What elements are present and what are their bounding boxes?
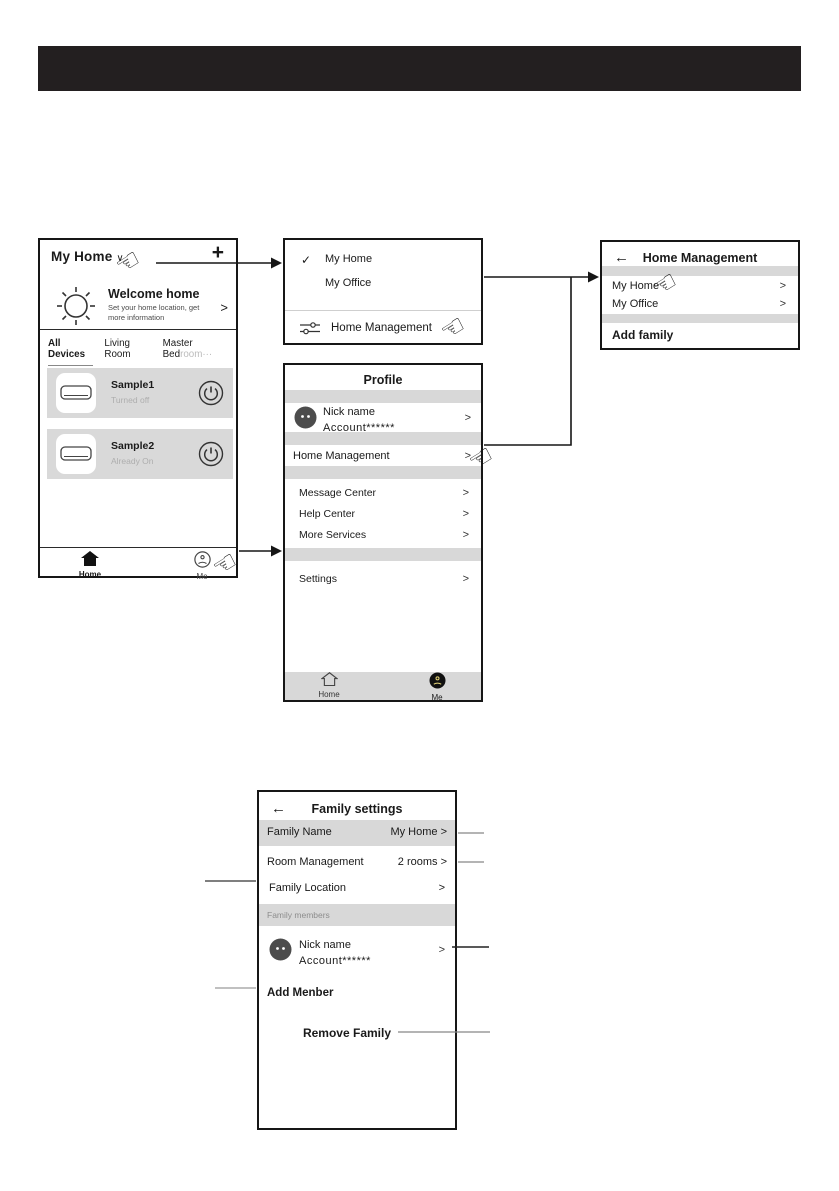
home-management-title: Home Management (642, 251, 758, 265)
nav-me[interactable]: Me (180, 551, 224, 581)
profile-account: Account****** (323, 422, 395, 434)
profile-home-management[interactable]: Home Management (293, 450, 390, 462)
add-family-button[interactable]: Add family (612, 328, 674, 342)
me-icon (193, 551, 211, 568)
chevron-right-icon: > (779, 298, 786, 310)
family-name-label: Family Name (267, 826, 332, 838)
section-divider (285, 390, 481, 403)
chevron-right-icon: > (462, 573, 469, 585)
nav-home[interactable]: Home (68, 551, 112, 579)
avatar-icon (294, 406, 317, 429)
nav-home[interactable]: Home (307, 672, 351, 699)
divider (285, 310, 481, 311)
popup-home-management[interactable]: Home Management (331, 322, 432, 334)
family-name-value: My Home > (390, 826, 447, 838)
menu-more-services[interactable]: More Services (299, 529, 367, 541)
home-switch-popup: ✓ My Home My Office Home Management (283, 238, 483, 345)
section-divider (285, 432, 481, 445)
nav-home-label: Home (78, 570, 102, 579)
family-location-value: > (438, 882, 445, 894)
profile-screen: Profile Nick name Account****** > Home M… (283, 363, 483, 702)
welcome-chevron-icon[interactable]: > (220, 300, 228, 315)
divider (40, 547, 236, 548)
menu-settings[interactable]: Settings (299, 573, 337, 585)
family-members-header: Family members (259, 904, 455, 926)
home-title-dropdown[interactable]: My Home ∨ (51, 249, 124, 264)
remove-family-button[interactable]: Remove Family (302, 1026, 392, 1040)
chevron-right-icon: > (438, 944, 445, 956)
avatar-icon (269, 938, 292, 961)
room-management-label[interactable]: Room Management (267, 856, 364, 868)
arrowhead-icon (271, 257, 282, 269)
nav-me-label: Me (431, 693, 443, 702)
family-settings-screen: ← Family settings Family Name My Home > … (257, 790, 457, 1130)
back-arrow-icon[interactable]: ← (614, 249, 629, 266)
back-arrow-icon[interactable]: ← (271, 800, 286, 817)
family-settings-title: Family settings (311, 802, 403, 816)
profile-title: Profile (363, 373, 403, 387)
chevron-right-icon: > (464, 412, 471, 424)
welcome-title: Welcome home (108, 287, 200, 301)
home-icon (81, 551, 99, 566)
tab-overflow-text: room··· (180, 349, 213, 360)
arrowhead-icon (588, 271, 599, 283)
room-management-value: 2 rooms > (397, 856, 447, 868)
hm-item-my-office[interactable]: My Office (612, 298, 659, 310)
chevron-down-icon: ∨ (116, 253, 124, 264)
me-icon (429, 672, 445, 689)
nav-me-active[interactable]: Me (415, 672, 459, 702)
family-location-label[interactable]: Family Location (269, 882, 347, 894)
tab-master-bedroom[interactable]: Master Bedroom··· (162, 338, 213, 360)
section-divider (285, 548, 481, 561)
home-icon (319, 672, 339, 687)
page-header-bar (38, 46, 801, 91)
sun-icon (57, 287, 95, 325)
section-divider (285, 466, 481, 479)
chevron-right-icon: > (462, 529, 469, 541)
home-title-label: My Home (51, 249, 113, 264)
member-account: Account****** (299, 955, 371, 967)
device-card-sample2[interactable]: Sample2 Already On (47, 429, 233, 479)
ac-unit-icon (56, 373, 96, 413)
tab-living-room[interactable]: Living Room (104, 338, 131, 360)
device-name: Sample2 (111, 440, 155, 452)
section-divider (602, 314, 798, 323)
row-family-name[interactable]: Family Name My Home > (259, 820, 455, 846)
nav-me-label: Me (196, 572, 208, 581)
device-status: Already On (111, 456, 154, 466)
nav-home-label: Home (318, 690, 340, 699)
chevron-right-icon: > (462, 508, 469, 520)
home-screen: My Home ∨ + Welcome home Set your home l… (38, 238, 238, 581)
check-icon: ✓ (301, 253, 312, 267)
device-name: Sample1 (111, 379, 155, 391)
home-management-screen: ← Home Management My Home > My Office > … (600, 240, 800, 350)
chevron-right-icon: > (462, 487, 469, 499)
family-members-label: Family members (267, 910, 330, 920)
divider (40, 329, 236, 330)
connector-profile-to-hm (484, 277, 572, 446)
chevron-right-icon: > (779, 280, 786, 292)
profile-navbar: Home Me (285, 672, 481, 702)
profile-nickname[interactable]: Nick name (323, 406, 375, 418)
room-tabs: All Devices Living Room Master Bedroom··… (48, 338, 234, 366)
hm-item-my-home[interactable]: My Home (612, 280, 660, 292)
add-device-button[interactable]: + (211, 241, 224, 264)
menu-message-center[interactable]: Message Center (299, 487, 377, 499)
member-nickname[interactable]: Nick name (299, 939, 351, 951)
power-button[interactable] (198, 380, 224, 406)
popup-item-my-home[interactable]: My Home (325, 253, 373, 265)
section-divider (602, 266, 798, 276)
arrowhead-icon (271, 545, 282, 557)
ac-unit-icon (56, 434, 96, 474)
device-status: Turned off (111, 395, 150, 405)
chevron-right-icon: > (464, 450, 471, 462)
popup-item-my-office[interactable]: My Office (325, 277, 372, 289)
power-button[interactable] (198, 441, 224, 467)
tab-all-devices[interactable]: All Devices (48, 338, 94, 366)
add-member-button[interactable]: Add Menber (267, 987, 334, 999)
welcome-subtitle: Set your home location, get more informa… (108, 303, 200, 322)
menu-help-center[interactable]: Help Center (299, 508, 356, 520)
device-card-sample1[interactable]: Sample1 Turned off (47, 368, 233, 418)
tune-icon (300, 322, 320, 335)
